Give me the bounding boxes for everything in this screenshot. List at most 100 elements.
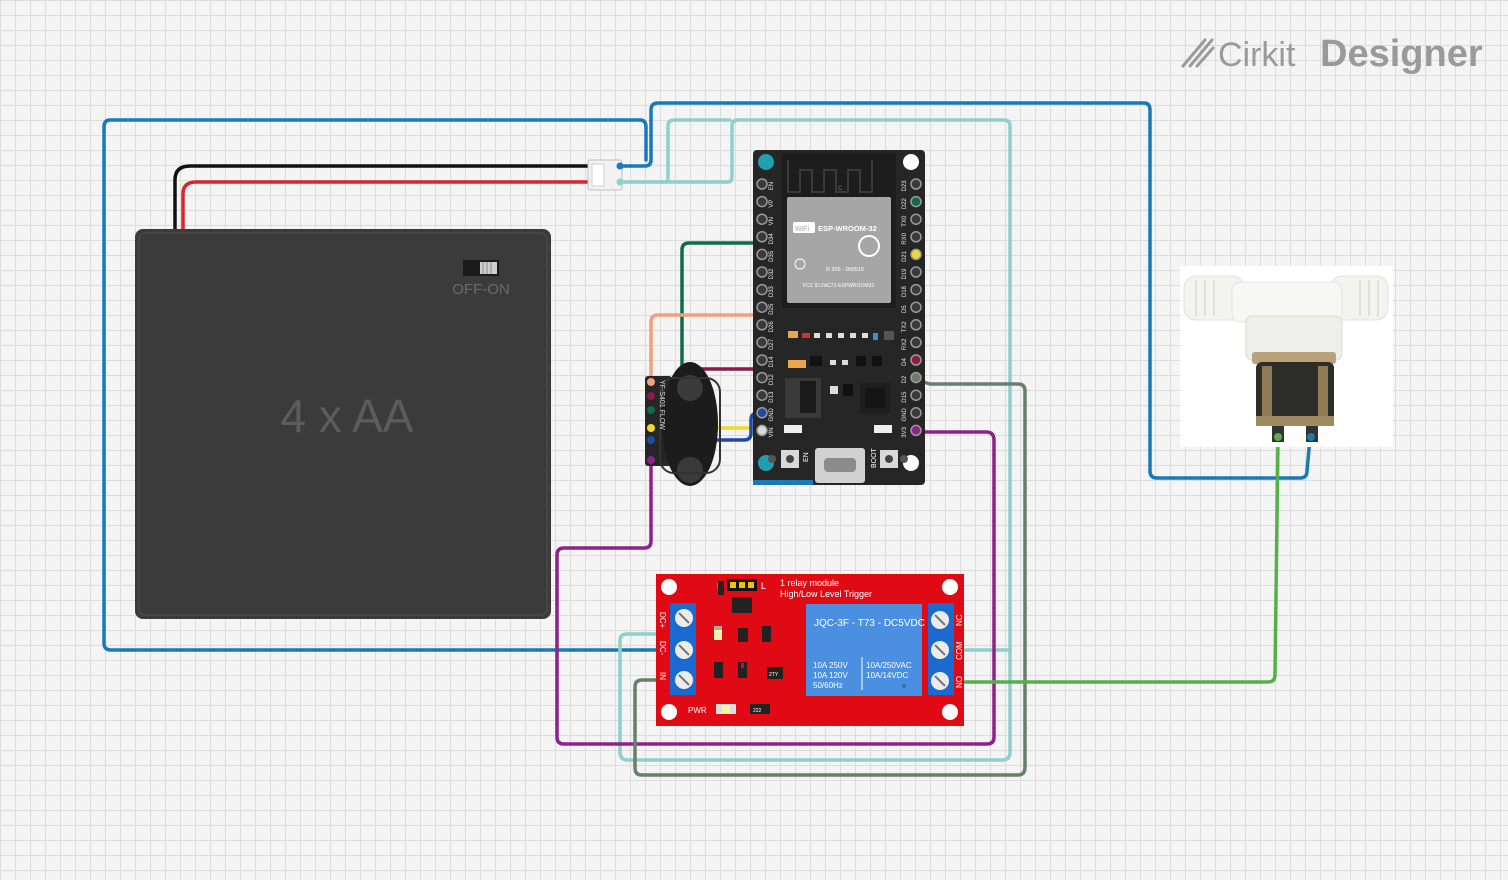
esp-module-label: ESP-WROOM-32 [818,224,877,233]
valve-terminal-1[interactable] [1274,433,1282,441]
wire-purple[interactable] [555,430,996,746]
esp-pin-left-d26[interactable] [756,319,768,331]
esp-pin-label-left-en: EN [769,182,775,190]
valve-terminal-2[interactable] [1307,433,1315,441]
esp-pin-left-d35[interactable] [756,248,768,261]
relay-title-1: 1 relay module [780,578,839,588]
esp-pin-right-tx0[interactable] [910,213,922,225]
esp-pin-left-d32[interactable] [756,266,768,278]
jst-connector[interactable] [587,159,624,191]
wire-blue-valve[interactable] [618,101,1312,480]
wire-lightblue-bottom[interactable] [618,632,1012,762]
esp-pin-right-d19[interactable] [910,266,922,278]
mount-hole-tr [903,154,919,170]
esp-pin-right-d15[interactable] [910,389,922,401]
esp-pin-label-right-tx2: TX2 [902,321,908,333]
esp-pin-label-right-d15: D15 [902,391,908,403]
esp-pin-left-en[interactable] [756,178,768,190]
esp-pin-label-right-d19: D19 [902,268,908,280]
esp-pin-right-d22[interactable] [910,195,922,208]
wire-lightblue-com[interactable] [618,118,1012,652]
wire-battery-black[interactable] [173,164,592,232]
esp-pin-label-right-gnd: GND [902,407,908,421]
wire-battery-red[interactable] [181,180,592,232]
sensor-pin-5[interactable] [647,436,655,444]
optocoupler [732,597,752,613]
esp-pin-label-left-d12: D12 [769,373,775,385]
esp-pin-right-d2[interactable] [910,371,922,384]
esp-pin-left-d34[interactable] [756,231,768,243]
esp-pin-right-d4[interactable] [910,354,922,366]
esp-pin-label-left-d26: D26 [769,321,775,333]
jumper-l-label: L [761,581,766,591]
esp-pin-right-rx0[interactable] [910,231,922,243]
esp-pin-label-right-d4: D4 [902,358,908,366]
esp-pin-right-3v3[interactable] [910,424,922,437]
sensor-pin-3[interactable] [647,406,655,414]
esp-pin-left-vin[interactable] [756,424,768,437]
wire-gray[interactable] [633,378,1027,777]
esp-pin-right-d23[interactable] [910,178,922,190]
battery-body [135,229,551,619]
sensor-pin-2[interactable] [647,392,655,400]
esp-pin-right-d21[interactable] [910,248,922,261]
esp-pin-right-d18[interactable] [910,283,922,296]
wire-blue-relay-dc-minus[interactable] [102,118,686,652]
brand-logo: Cirkit Designer [1181,33,1483,75]
sensor-pin-6[interactable] [647,456,655,464]
esp-pin-right-gnd[interactable] [910,407,922,419]
flow-sensor-body [662,362,718,486]
brand-suffix: Designer [1320,33,1483,75]
esp32-board[interactable]: C WiFi ESP-WROOM-32 R 205 - 000519 FCC I… [753,150,925,485]
relay-module[interactable]: 1 relay module High/Low Level Trigger H … [656,574,964,726]
esp-pin-right-tx2[interactable] [910,319,922,331]
esp-pin-label-left-gnd: GND [769,407,775,421]
solenoid-valve[interactable] [1180,266,1393,447]
svg-text:WiFi: WiFi [795,226,809,233]
esp-pin-label-right-d18: D18 [902,285,908,297]
cirkit-logo-icon [1181,38,1215,68]
esp-pin-label-right-d22: D22 [902,197,908,209]
relay-part-number: JQC-3F - T73 - DC5VDC [814,618,925,629]
svg-text:2TY: 2TY [769,672,779,678]
esp-pin-label-right-d5: D5 [902,305,908,313]
battery-switch[interactable] [463,260,499,276]
relay-pin-dcplus: DC+ [658,612,667,629]
flow-sensor[interactable]: YF-S401 FLOW [645,362,721,486]
battery-switch-label: OFF-ON [452,281,510,298]
esp-pin-left-vp[interactable] [756,195,768,208]
relay-rating-left-2: 10A 120V [813,671,848,680]
brand-prefix: Cirkit [1218,36,1296,74]
esp-pin-left-d14[interactable] [756,354,768,366]
battery-pack[interactable]: 4 x AA OFF-ON [135,229,551,619]
relay-rating-right-2: 10A/14VDC [866,671,908,680]
esp-pin-left-d27[interactable] [756,336,768,349]
esp-pin-left-gnd[interactable] [756,407,768,419]
valve-body [1183,275,1389,442]
esp-pin-label-right-rx2: RX2 [902,338,908,350]
esp-pin-label-left-d35: D35 [769,250,775,262]
sensor-pin-1[interactable] [647,378,655,386]
esp-pin-right-d5[interactable] [910,301,922,313]
flow-sensor-label: YF-S401 FLOW [658,380,665,430]
esp-pin-label-right-d23: D23 [902,180,908,192]
esp-pin-left-d25[interactable] [756,301,768,313]
wire-lightblue-top[interactable] [658,118,732,184]
esp-pin-label-left-d25: D25 [769,303,775,315]
wire-green-valve[interactable] [938,436,1280,684]
battery-label: 4 x AA [281,390,414,442]
relay-right-terminal [928,603,954,695]
esp-pin-left-d13[interactable] [756,389,768,401]
esp-module-sub2: FCC ID:2AC7Z-ESPWROOM32 [803,283,874,289]
sensor-pin-4[interactable] [647,424,655,432]
esp-pin-left-vn[interactable] [756,213,768,225]
relay-title-2: High/Low Level Trigger [780,589,872,599]
esp-pin-label-right-tx0: TX0 [902,215,908,227]
esp-pin-right-rx2[interactable] [910,336,922,349]
esp-pin-left-d12[interactable] [756,371,768,384]
wire-salmon[interactable] [649,313,918,384]
wire-blue-connector-stub[interactable] [638,118,648,162]
esp-wroom-module: C WiFi ESP-WROOM-32 R 205 - 000519 FCC I… [782,153,896,308]
esp-pin-left-d33[interactable] [756,283,768,296]
